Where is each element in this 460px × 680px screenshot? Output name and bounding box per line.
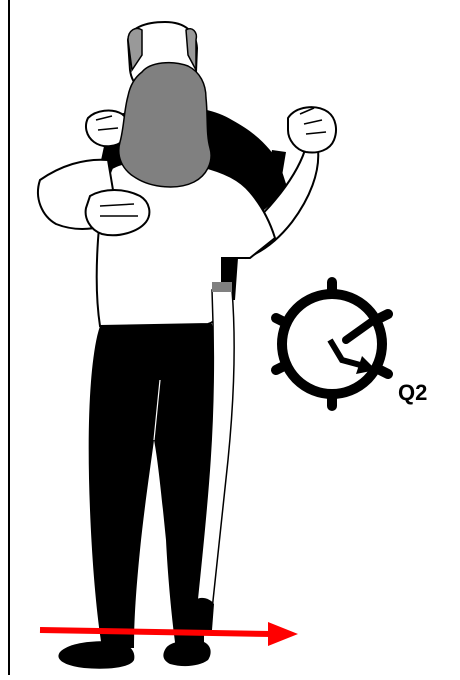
left-border xyxy=(8,0,10,675)
clock-with-arrow-icon xyxy=(276,282,388,406)
direction-arrow xyxy=(40,622,298,646)
figure-label: Q2 xyxy=(398,380,427,406)
